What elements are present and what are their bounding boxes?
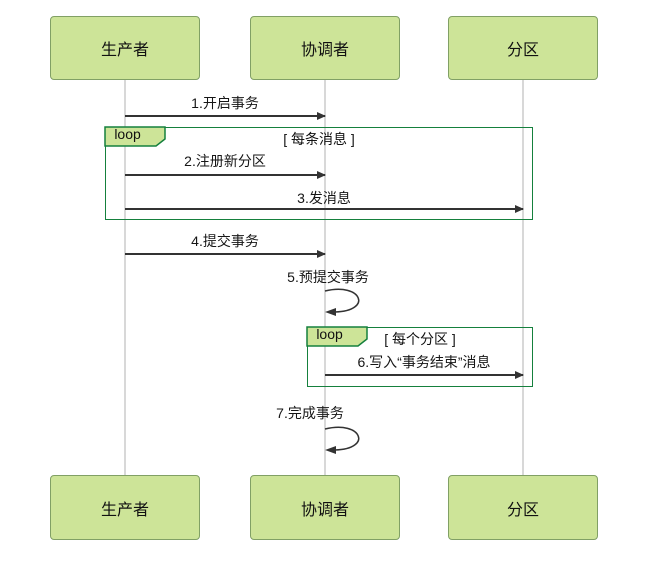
actor-partition-top: 分区: [448, 16, 598, 80]
message-arrow-3: [125, 208, 523, 210]
message-label-2: 2.注册新分区: [184, 153, 266, 169]
self-message-arrow-7: [324, 426, 360, 454]
actor-label: 协调者: [300, 42, 349, 59]
message-arrow-1: [125, 115, 325, 117]
loop-tag-box-1: loop: [104, 126, 167, 148]
loop-frame-2: loop [ 每个分区 ]: [306, 326, 533, 387]
message-label-5: 5.预提交事务: [287, 269, 369, 285]
loop-frame-1: loop [ 每条消息 ]: [104, 126, 533, 220]
loop-tag-shape: [306, 326, 369, 348]
self-message-arrow-5: [324, 288, 360, 316]
actor-producer-bottom: 生产者: [50, 475, 200, 540]
message-arrow-4: [125, 253, 325, 255]
message-label-4: 4.提交事务: [191, 233, 259, 249]
message-label-6: 6.写入“事务结束”消息: [357, 354, 491, 370]
loop-tag-label-1: loop: [114, 126, 141, 143]
message-arrow-2: [125, 174, 325, 176]
actor-partition-bottom: 分区: [448, 475, 598, 540]
loop-tag-label-2: loop: [316, 326, 343, 343]
lifeline-coordinator: [324, 80, 326, 475]
actor-label: 分区: [506, 501, 539, 519]
loop-tag-box-2: loop: [306, 326, 369, 348]
message-arrow-6: [325, 374, 523, 376]
actor-label: 生产者: [100, 501, 149, 519]
message-label-1: 1.开启事务: [191, 95, 259, 111]
actor-coordinator-bottom: 协调者: [250, 475, 400, 540]
actor-label: 协调者: [300, 501, 349, 519]
actor-label: 生产者: [100, 42, 149, 59]
loop-tag-shape: [104, 126, 167, 148]
message-label-7: 7.完成事务: [276, 405, 344, 421]
loop-condition-1: [ 每条消息 ]: [283, 131, 355, 147]
actor-coordinator-top: 协调者: [250, 16, 400, 80]
actor-label: 分区: [506, 42, 539, 59]
message-label-3: 3.发消息: [297, 190, 351, 206]
lifeline-producer: [124, 80, 126, 475]
actor-producer-top: 生产者: [50, 16, 200, 80]
lifeline-partition: [522, 80, 524, 475]
loop-condition-2: [ 每个分区 ]: [384, 331, 456, 347]
